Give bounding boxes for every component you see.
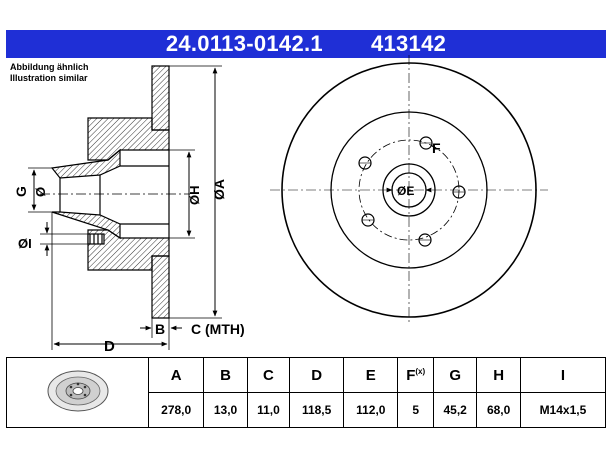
- front-view: [270, 55, 548, 325]
- value-a: 278,0: [147, 392, 205, 428]
- part-number: 24.0113-0142.1: [165, 31, 323, 56]
- reference-number: 413142: [370, 31, 447, 56]
- spec-header-row: A B C D E F(x) G H I: [6, 357, 607, 428]
- col-header-d: D: [289, 357, 345, 393]
- col-header-e: E: [343, 357, 399, 393]
- value-c: 11,0: [246, 392, 291, 428]
- bolt-hole-1: [419, 136, 433, 150]
- dim-label-g-diameter: Ø: [33, 187, 48, 197]
- col-header-f-label: F: [406, 366, 416, 384]
- col-header-c: C: [246, 357, 291, 393]
- col-header-b: B: [203, 357, 248, 393]
- technical-drawing: ØA ØH G Ø ØI D B C (MTH) ØE F: [13, 55, 548, 355]
- dim-label-e: ØE: [397, 184, 414, 198]
- dim-label-b: B: [155, 321, 165, 337]
- disc-ring-top: [151, 65, 170, 131]
- dim-label-h: ØH: [187, 186, 202, 206]
- value-i: M14x1,5: [519, 392, 607, 428]
- cross-section-view: [40, 65, 190, 319]
- spec-value-row: 278,0 13,0 11,0 118,5 112,0 5 45,2 68,0 …: [7, 392, 607, 428]
- disc-ring-bottom: [151, 255, 170, 319]
- dim-label-d: D: [104, 338, 115, 355]
- disc-thumbnail-cell: [6, 357, 149, 428]
- col-header-g: G: [432, 357, 478, 393]
- dimension-lines: [28, 65, 222, 350]
- caption-line-de: Abbildung ähnlich: [10, 62, 89, 72]
- bolt-hole-3: [418, 233, 432, 247]
- disc-thumbnail-icon: [47, 370, 108, 411]
- col-header-i: I: [519, 357, 607, 393]
- col-header-f-sub: (x): [415, 366, 426, 376]
- title-bar: 24.0113-0142.1 413142: [6, 30, 606, 58]
- caption-line-en: Illustration similar: [10, 73, 88, 83]
- col-header-h: H: [476, 357, 521, 393]
- dim-label-g: G: [13, 186, 29, 197]
- col-header-f: F(x): [397, 357, 434, 393]
- dim-label-f: F: [432, 140, 441, 156]
- specification-table: A B C D E F(x) G H I 278,0 13,0 11,0 118…: [6, 357, 607, 428]
- value-f: 5: [397, 392, 434, 428]
- value-b: 13,0: [203, 392, 248, 428]
- value-e: 112,0: [343, 392, 399, 428]
- value-g: 45,2: [432, 392, 478, 428]
- bolt-hole-section: [87, 233, 105, 245]
- bolt-hole-5: [358, 156, 372, 170]
- value-h: 68,0: [476, 392, 521, 428]
- bolt-hole-4: [361, 213, 375, 227]
- bolt-hole-2: [452, 185, 466, 199]
- dim-label-i: ØI: [18, 236, 32, 251]
- value-d: 118,5: [289, 392, 345, 428]
- dim-label-a: ØA: [211, 179, 227, 200]
- illustration-caption: Abbildung ähnlich Illustration similar: [10, 62, 89, 84]
- dim-label-c: C (MTH): [191, 321, 245, 337]
- col-header-a: A: [147, 357, 205, 393]
